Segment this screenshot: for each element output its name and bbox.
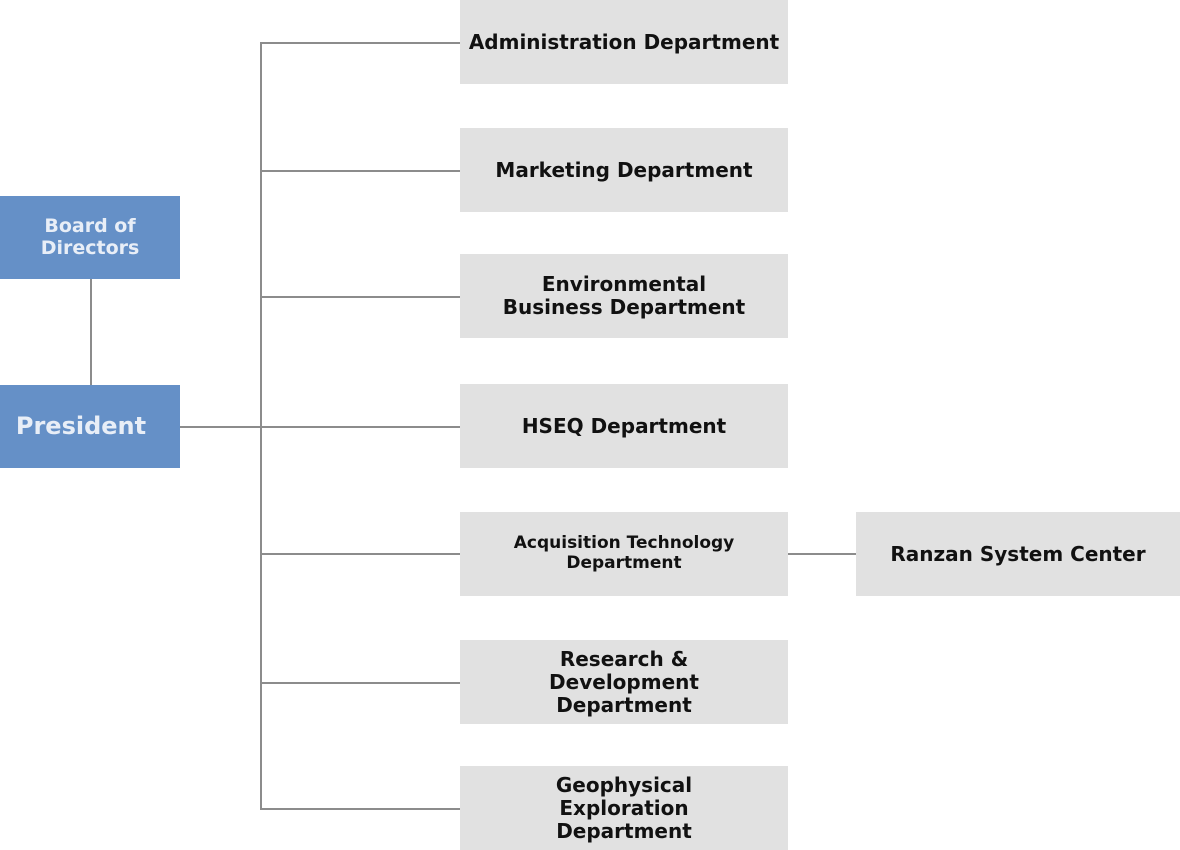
department-box-geophysical-exploration: Geophysical Exploration Department	[460, 766, 788, 850]
president-label: President	[15, 411, 147, 440]
department-label: Acquisition Technology Department	[513, 533, 735, 573]
department-label: HSEQ Department	[521, 413, 727, 438]
branch-connector-geophysical	[260, 808, 460, 810]
branch-connector-environmental	[260, 296, 460, 298]
branch-connector-acquisition	[260, 553, 460, 555]
department-box-marketing: Marketing Department	[460, 128, 788, 212]
department-label: Research & Development Department	[549, 646, 699, 717]
ranzan-system-center-label: Ranzan System Center	[890, 541, 1146, 566]
department-box-environmental-business: Environmental Business Department	[460, 254, 788, 338]
branch-connector-marketing	[260, 170, 460, 172]
board-president-connector	[90, 279, 92, 385]
department-label: Geophysical Exploration Department	[555, 772, 693, 843]
department-box-administration: Administration Department	[460, 0, 788, 84]
branch-connector-administration	[260, 42, 460, 44]
department-label: Marketing Department	[495, 157, 753, 182]
department-box-acquisition-technology: Acquisition Technology Department	[460, 512, 788, 596]
org-trunk-line	[260, 42, 262, 809]
branch-connector-research	[260, 682, 460, 684]
department-box-hseq: HSEQ Department	[460, 384, 788, 468]
department-box-research-development: Research & Development Department	[460, 640, 788, 724]
president-trunk-connector	[180, 426, 262, 428]
board-of-directors-box: Board of Directors	[0, 196, 180, 279]
department-label: Environmental Business Department	[502, 272, 746, 319]
acquisition-ranzan-connector	[788, 553, 856, 555]
ranzan-system-center-box: Ranzan System Center	[856, 512, 1180, 596]
board-of-directors-label: Board of Directors	[40, 214, 140, 259]
branch-connector-hseq	[260, 426, 460, 428]
department-label: Administration Department	[468, 29, 780, 54]
president-box: President	[0, 385, 180, 468]
